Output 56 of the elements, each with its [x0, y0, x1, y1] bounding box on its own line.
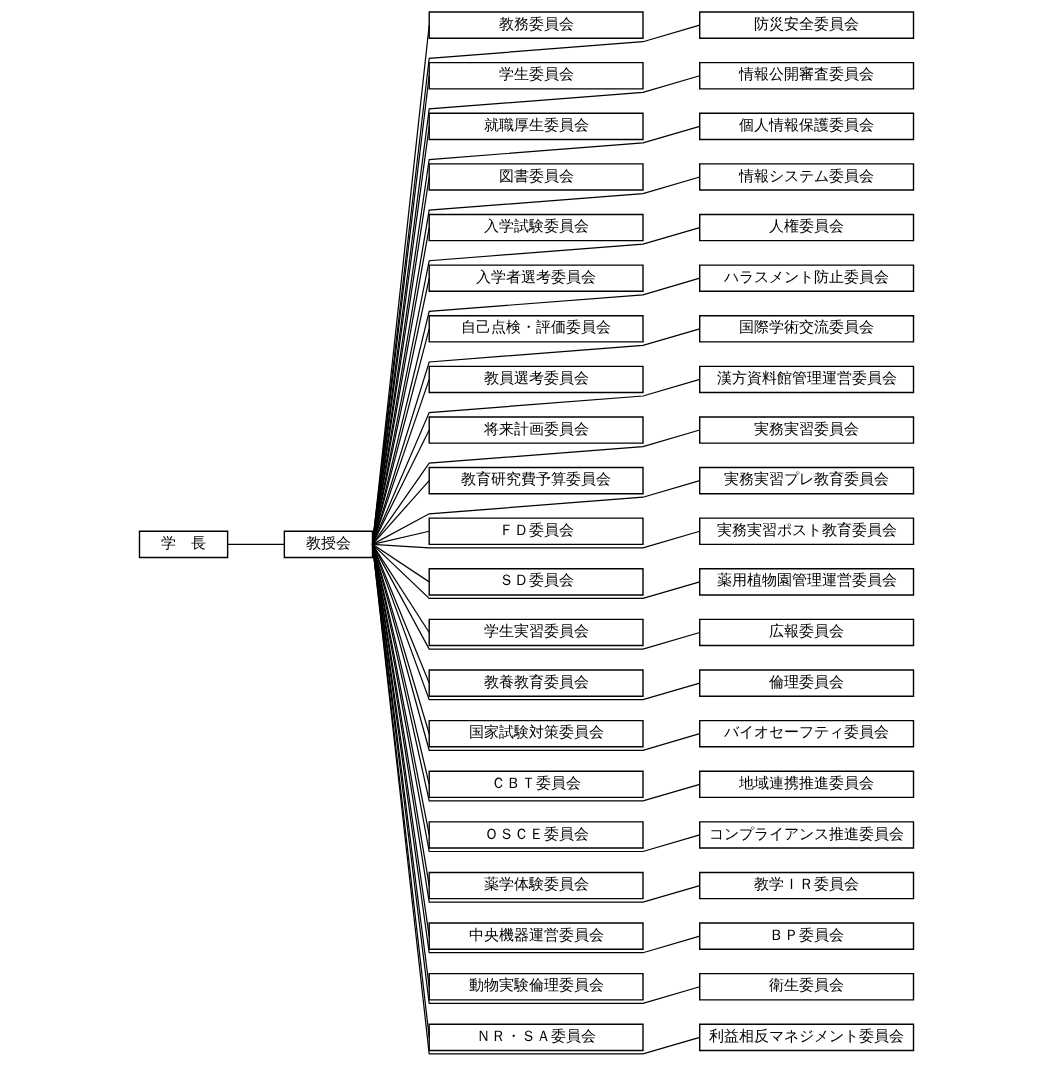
- connector: [371, 378, 701, 545]
- node-box: 国家試験対策委員会: [428, 719, 644, 748]
- node-box: 学 長: [138, 530, 229, 559]
- node-box: 衛生委員会: [699, 972, 915, 1001]
- connector: [371, 530, 701, 549]
- connector: [227, 543, 285, 545]
- connector: [371, 543, 701, 701]
- node-box: 教務委員会: [428, 11, 644, 39]
- node-box: 個人情報保護委員会: [699, 112, 915, 141]
- node-box: 教授会: [283, 530, 374, 559]
- connector: [371, 480, 701, 545]
- node-box: 入学者選考委員会: [428, 264, 644, 292]
- node-box: ＢＰ委員会: [699, 922, 915, 950]
- node-box: ハラスメント防止委員会: [699, 264, 915, 292]
- node-box: 情報システム委員会: [699, 163, 915, 191]
- node-box: 薬用植物園管理運営委員会: [699, 568, 915, 596]
- node-box: 人権委員会: [699, 213, 915, 242]
- node-box: 利益相反マネジメント委員会: [699, 1023, 915, 1052]
- node-box: 倫理委員会: [699, 669, 915, 697]
- node-box: 広報委員会: [699, 618, 915, 647]
- node-box: 国際学術交流委員会: [699, 315, 915, 343]
- node-box: 中央機器運営委員会: [428, 922, 644, 950]
- node-box: 入学試験委員会: [428, 213, 644, 242]
- node-box: ＣＢＴ委員会: [428, 770, 644, 799]
- node-box: 薬学体験委員会: [428, 871, 644, 900]
- node-box: 情報公開審査委員会: [699, 61, 915, 90]
- node-box: コンプライアンス推進委員会: [699, 821, 915, 849]
- node-box: 自己点検・評価委員会: [428, 315, 644, 343]
- node-box: バイオセーフティ委員会: [699, 719, 915, 748]
- node-box: 漢方資料館管理運営委員会: [699, 365, 915, 394]
- node-box: 教員選考委員会: [428, 365, 644, 394]
- node-box: ＳＤ委員会: [428, 568, 644, 596]
- node-box: 教学ＩＲ委員会: [699, 871, 915, 900]
- connector: [371, 277, 701, 545]
- node-box: 防災安全委員会: [699, 11, 915, 39]
- node-box: ＮＲ・ＳＡ委員会: [428, 1023, 644, 1052]
- node-box: 図書委員会: [428, 163, 644, 191]
- connector: [371, 429, 701, 545]
- node-box: 学生実習委員会: [428, 618, 644, 647]
- connector: [371, 543, 701, 650]
- node-box: 就職厚生委員会: [428, 112, 644, 141]
- node-box: 学生委員会: [428, 61, 644, 90]
- node-box: 実務実習委員会: [699, 416, 915, 444]
- node-box: ＦＤ委員会: [428, 517, 644, 546]
- node-box: 教育研究費予算委員会: [428, 466, 644, 495]
- node-box: 実務実習プレ教育委員会: [699, 466, 915, 495]
- node-box: 教養教育委員会: [428, 669, 644, 697]
- node-box: 将来計画委員会: [428, 416, 644, 444]
- node-box: ＯＳＣＥ委員会: [428, 821, 644, 849]
- connector: [371, 543, 701, 802]
- connector: [371, 543, 701, 600]
- node-box: 実務実習ポスト教育委員会: [699, 517, 915, 546]
- connector: [371, 328, 701, 545]
- node-box: 地域連携推進委員会: [699, 770, 915, 799]
- connector: [371, 543, 701, 751]
- node-box: 動物実験倫理委員会: [428, 972, 644, 1001]
